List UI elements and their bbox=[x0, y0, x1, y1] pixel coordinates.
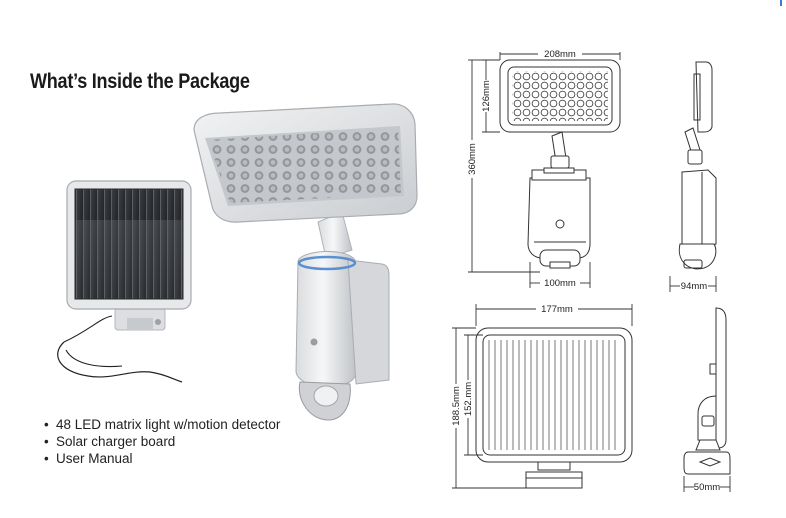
dimension-lines bbox=[452, 52, 731, 492]
page-title: What’s Inside the Package bbox=[30, 70, 250, 93]
dim-light-total-height: 360mm bbox=[467, 143, 478, 175]
dim-light-base-width: 100mm bbox=[544, 278, 576, 289]
dim-panel-height: 152.mm bbox=[463, 382, 474, 416]
solar-panel-photo bbox=[57, 180, 192, 383]
dim-panel-width: 177mm bbox=[541, 304, 573, 315]
dim-panel-total-height: 188.5mm bbox=[451, 386, 462, 426]
feature-item: Solar charger board bbox=[44, 433, 280, 450]
light-side-drawing bbox=[678, 61, 717, 270]
led-light-photo bbox=[193, 103, 418, 421]
dim-panel-depth: 50mm bbox=[694, 482, 720, 493]
corner-mark bbox=[780, 0, 782, 6]
panel-side-drawing bbox=[683, 307, 731, 475]
feature-item: User Manual bbox=[44, 450, 280, 467]
panel-front-drawing bbox=[475, 327, 633, 489]
feature-item: 48 LED matrix light w/motion detector bbox=[44, 416, 280, 433]
feature-list: 48 LED matrix light w/motion detector So… bbox=[44, 416, 280, 467]
dim-light-head-height: 126mm bbox=[481, 80, 492, 112]
dim-light-depth: 94mm bbox=[681, 281, 707, 292]
dim-light-width: 208mm bbox=[544, 49, 576, 60]
light-front-drawing bbox=[499, 59, 621, 269]
